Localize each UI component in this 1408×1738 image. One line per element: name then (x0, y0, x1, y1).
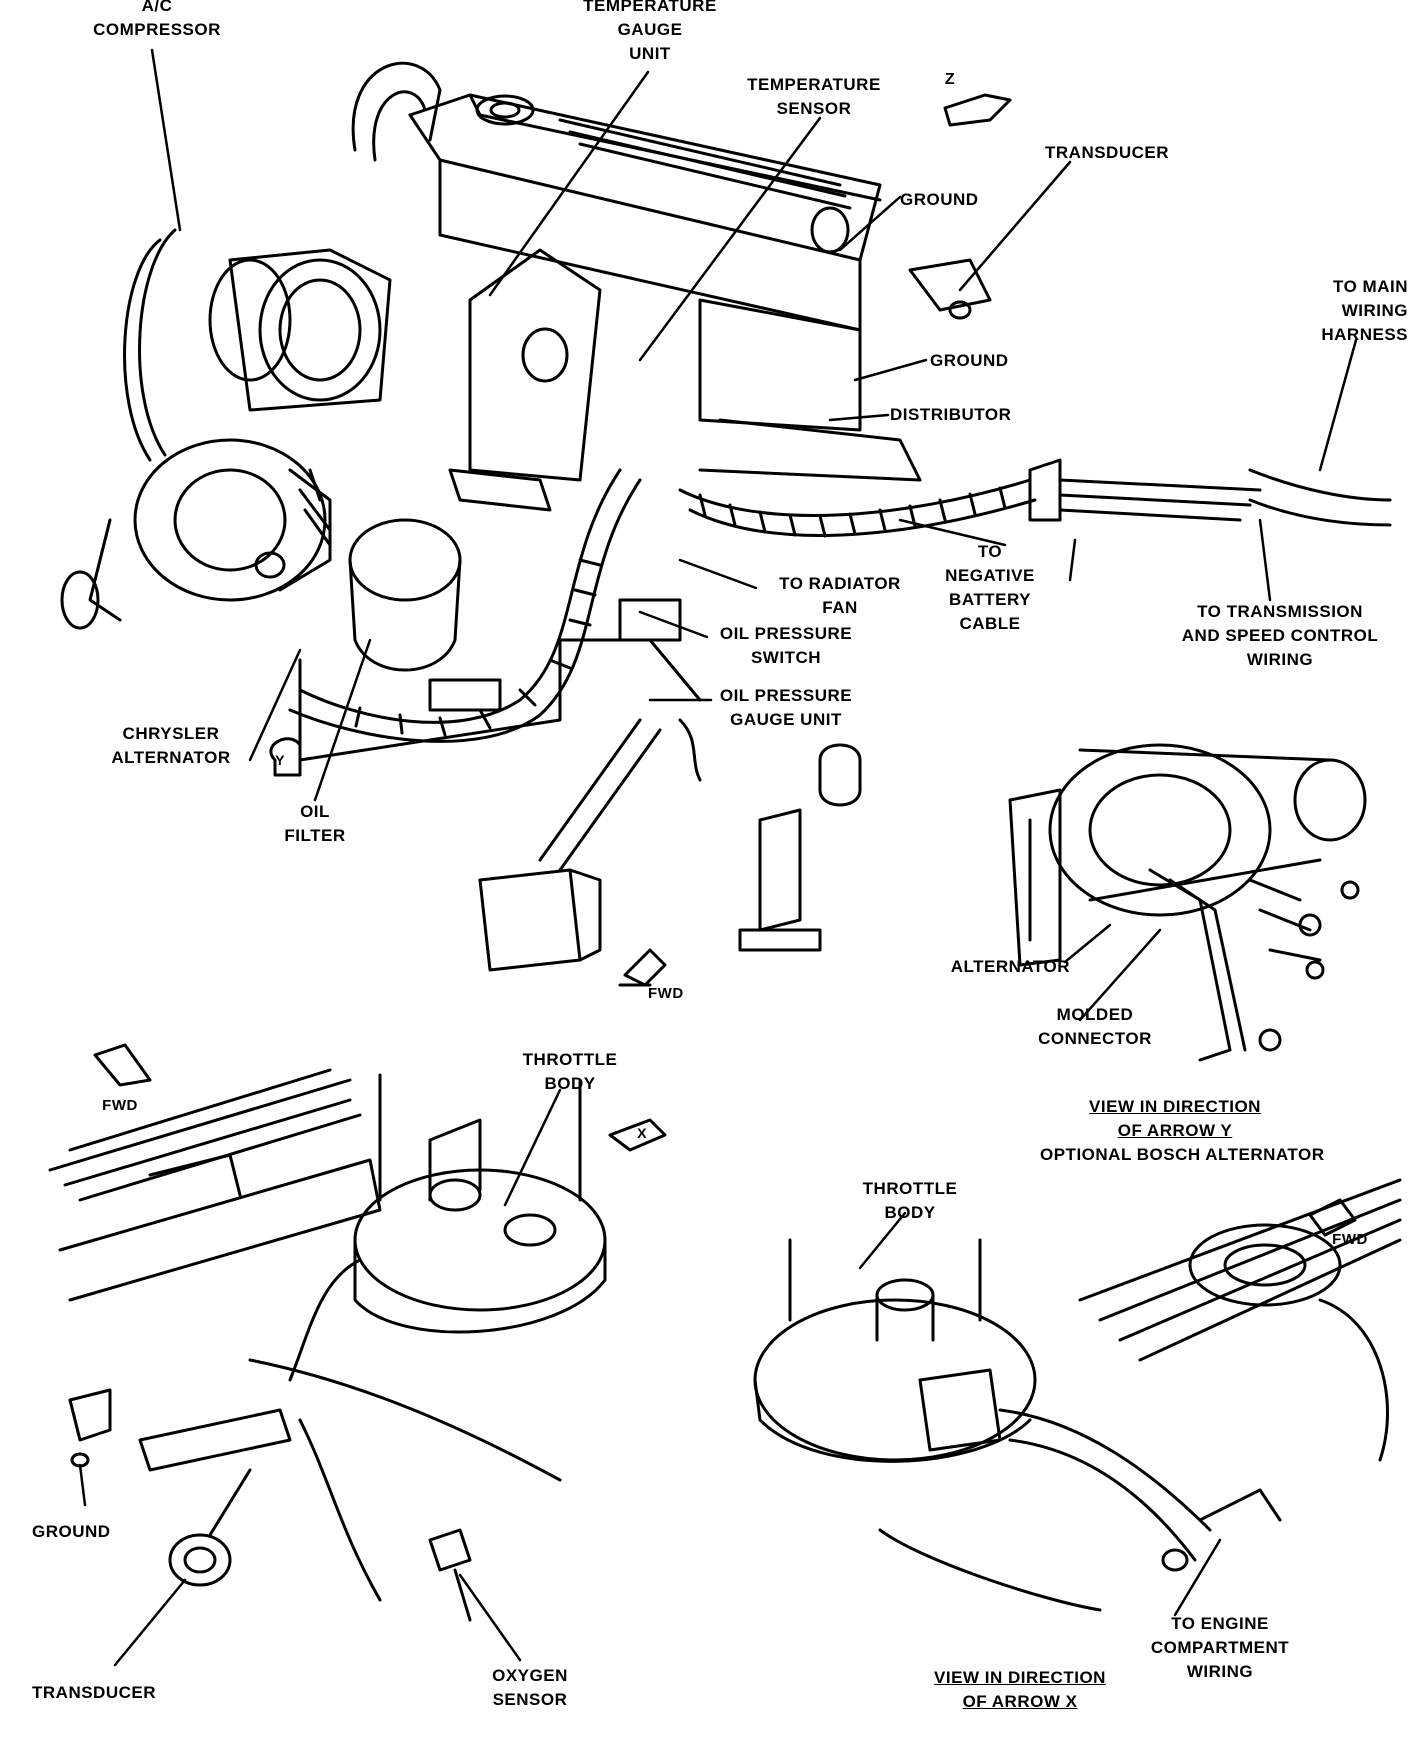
main-engine-drawing (60, 61, 1392, 972)
ground-label-upper: GROUND (900, 190, 979, 209)
distributor-label: DISTRIBUTOR (890, 405, 1012, 424)
temperature-sensor-label: TEMPERATURE SENSOR (747, 75, 881, 118)
fwd-label-left-throttle: FWD (102, 1097, 138, 1114)
ground-label-lower: GROUND (930, 351, 1009, 370)
chrysler-alternator-label: CHRYSLER ALTERNATOR (111, 724, 231, 767)
ground-label-throttle: GROUND (32, 1522, 111, 1541)
main-leader-lines (150, 48, 1358, 802)
view-throttle-left-leaders (78, 1088, 562, 1667)
to-transmission-wiring-label: TO TRANSMISSION AND SPEED CONTROL WIRING (1181, 602, 1379, 669)
to-main-wiring-harness-label: TO MAIN WIRING HARNESS (1321, 277, 1408, 344)
throttle-body-label-left: THROTTLE BODY (522, 1050, 618, 1093)
view-x-leaders (858, 1211, 1222, 1617)
main-arrows (269, 93, 1012, 987)
transducer-label-throttle: TRANSDUCER (32, 1683, 156, 1702)
to-radiator-fan-label: TO RADIATOR FAN (779, 574, 901, 617)
oil-pressure-switch-label: OIL PRESSURE SWITCH (719, 624, 853, 667)
molded-connector-label: MOLDED CONNECTOR (1038, 1005, 1152, 1048)
oxygen-sensor-label: OXYGEN SENSOR (492, 1666, 568, 1709)
alternator-label: ALTERNATOR (950, 957, 1070, 976)
fwd-label-view-x: FWD (1332, 1231, 1368, 1248)
view-x-arrows (1308, 1198, 1357, 1237)
view-x-caption: VIEW IN DIRECTION OF ARROW X (934, 1668, 1106, 1711)
arrow-y-badge: Y (275, 752, 285, 768)
to-engine-compartment-wiring-label: TO ENGINE COMPARTMENT WIRING (1150, 1614, 1290, 1681)
temperature-gauge-unit-label: TEMPERATURE GAUGE UNIT (583, 0, 717, 63)
transducer-label: TRANSDUCER (1045, 143, 1169, 162)
to-negative-battery-cable-label: TO NEGATIVE BATTERY CABLE (945, 542, 1035, 633)
view-throttle-left-arrows (93, 1043, 667, 1152)
view-throttle-left-drawing (48, 1068, 607, 1622)
view-y-caption: VIEW IN DIRECTION OF ARROW Y OPTIONAL BO… (1040, 1097, 1325, 1164)
arrow-x-badge: X (637, 1125, 647, 1141)
view-y-drawing (1008, 743, 1367, 1062)
fwd-label-main: FWD (648, 985, 684, 1002)
throttle-body-label-right: THROTTLE BODY (862, 1179, 958, 1222)
oil-pressure-gauge-unit-label: OIL PRESSURE GAUGE UNIT (719, 686, 853, 729)
arrow-z-badge: Z (944, 71, 956, 88)
ac-compressor-label: A/C COMPRESSOR (93, 0, 221, 39)
oil-filter-label: OIL FILTER (284, 802, 346, 845)
view-x-drawing (753, 1178, 1402, 1612)
view-y-leader-lines (1063, 923, 1162, 1022)
